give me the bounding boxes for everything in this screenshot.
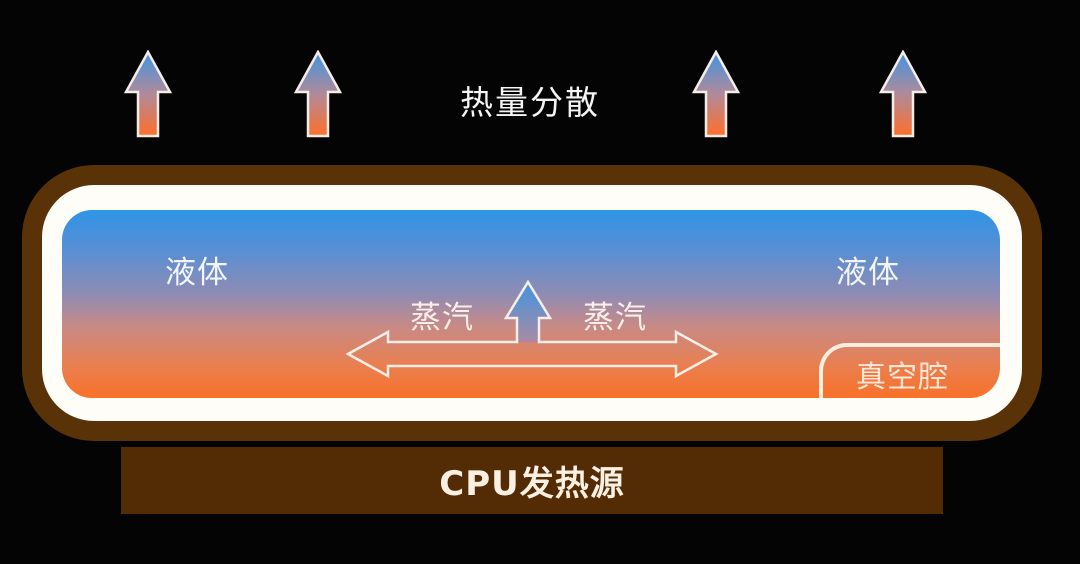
heat-up-arrow-icon — [691, 50, 741, 138]
cpu-heat-source: CPU发热源 — [121, 447, 943, 514]
vapor-label-right: 蒸汽 — [583, 300, 647, 336]
vapor-flow-arrows-icon — [346, 278, 720, 380]
vacuum-chamber-outline — [819, 343, 1000, 398]
heat-up-arrow-icon — [878, 50, 928, 138]
liquid-label-left: 液体 — [165, 255, 229, 291]
heat-up-arrow-icon — [123, 50, 173, 138]
vacuum-chamber-label: 真空腔 — [856, 360, 949, 395]
cpu-heat-source-label: CPU发热源 — [439, 464, 625, 504]
liquid-label-right: 液体 — [836, 255, 900, 291]
heat-dispersion-title: 热量分散 — [460, 83, 600, 122]
vapor-label-left: 蒸汽 — [410, 300, 474, 336]
heat-up-arrow-icon — [293, 50, 343, 138]
